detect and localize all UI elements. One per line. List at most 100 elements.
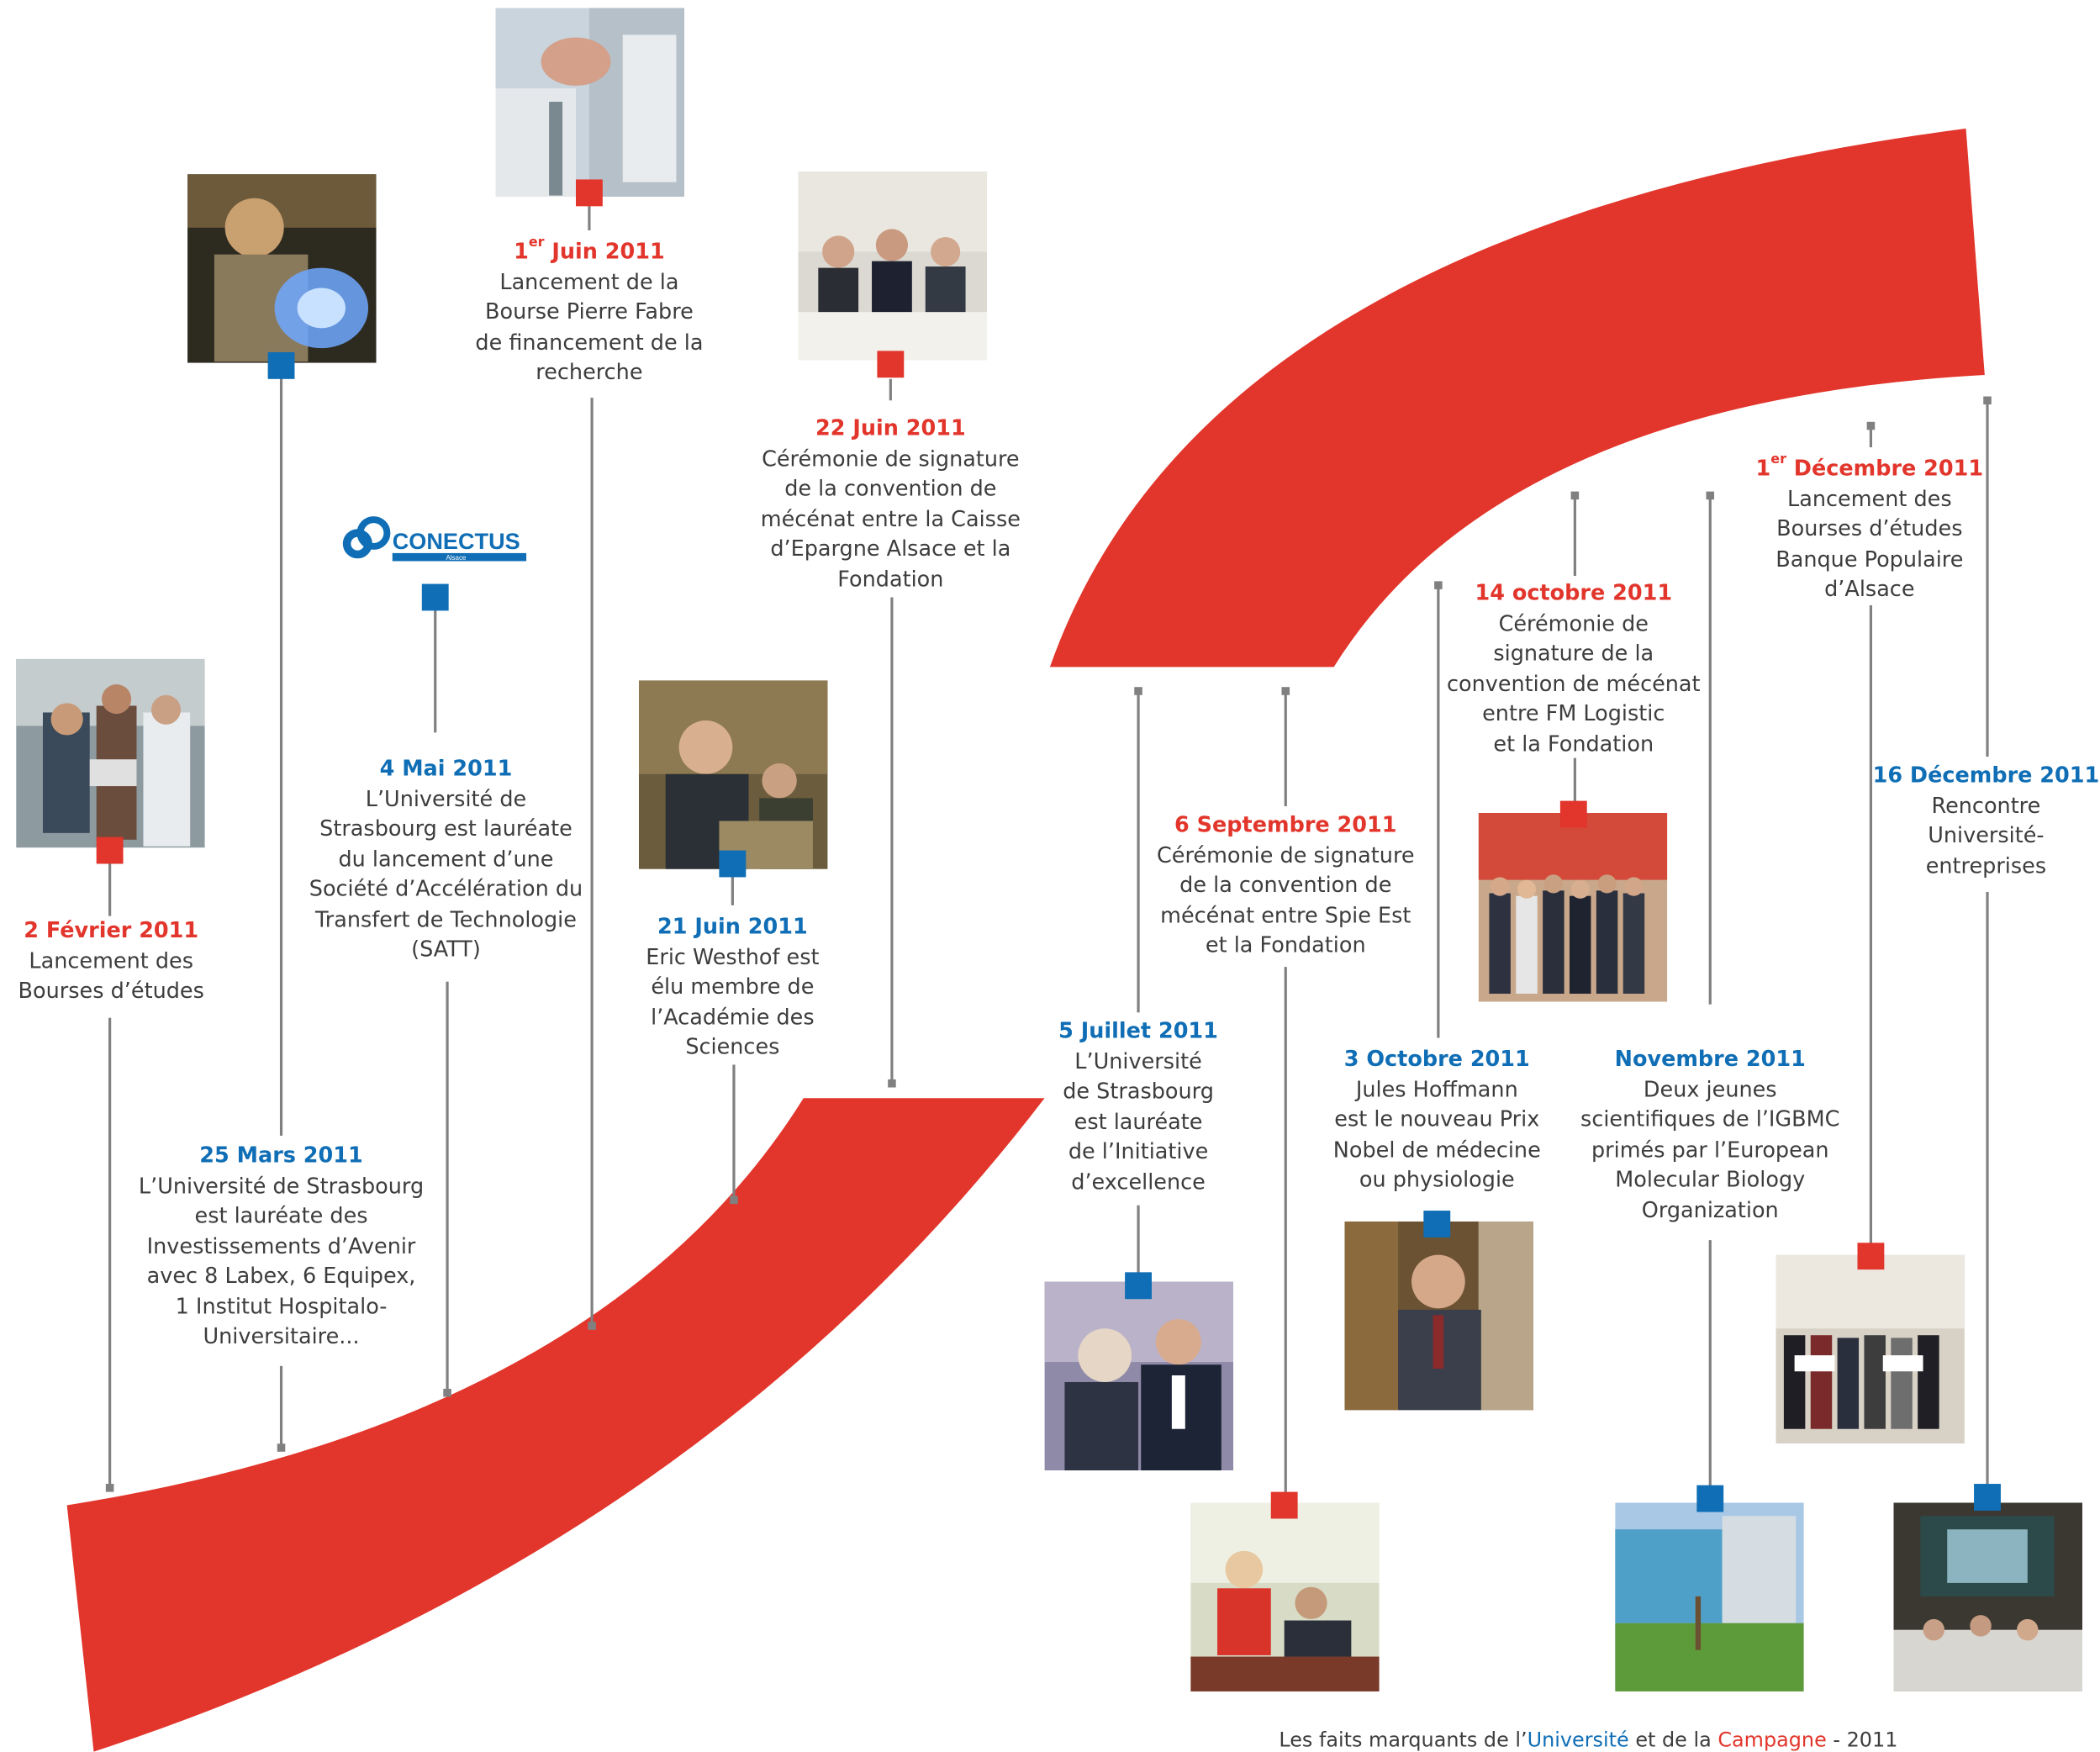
footer-universite: Université [1527, 1727, 1629, 1752]
connector-line [108, 862, 112, 916]
event-date: 1er Décembre 2011 [1755, 452, 1984, 481]
marker-square [1270, 1491, 1298, 1519]
marker-square [1559, 800, 1587, 828]
logo-sub: Alsace [446, 554, 466, 562]
swoosh-lower [66, 1098, 1045, 1752]
photo-students [16, 658, 205, 848]
footer-prefix: Les faits marquants de l’ [1279, 1727, 1528, 1752]
event-text: Deux jeunes scientifiques de l’IGBMC pri… [1580, 1075, 1840, 1222]
event-date: 21 Juin 2011 [657, 913, 808, 939]
marker-square [1423, 1211, 1451, 1237]
event-date: 25 Mars 2011 [199, 1142, 363, 1169]
connector-line [1986, 400, 1989, 757]
connector-dot [588, 1322, 596, 1330]
marker-square [96, 836, 124, 864]
event-dec1: 1er Décembre 2011 Lancement des Bourses … [1749, 452, 1990, 604]
event-text: Jules Hoffmann est le nouveau Prix Nobel… [1332, 1075, 1541, 1192]
event-text: Eric Westhof est élu membre de l’Académi… [646, 943, 820, 1060]
connector-line [279, 1365, 283, 1447]
photo-university-enterprises [1893, 1502, 2083, 1691]
event-may: 4 Mai 2011 L’Université de Strasbourg es… [282, 754, 611, 965]
event-dec16: 16 Décembre 2011 Rencontre Université- e… [1872, 761, 2100, 881]
event-text: Cérémonie de signature de la convention … [1446, 610, 1701, 757]
photo-jules-hoffmann [1344, 1221, 1533, 1411]
event-date: 16 Décembre 2011 [1872, 762, 2100, 788]
connector-line [1573, 495, 1576, 576]
connector-line [279, 377, 283, 1136]
connector-line [1437, 585, 1440, 1038]
connector-dot [888, 1079, 896, 1088]
event-date: 2 Février 2011 [24, 917, 199, 943]
marker-square [1125, 1272, 1152, 1300]
event-text: L’Université de Strasbourg est lauréate … [309, 785, 583, 962]
connector-line [1573, 757, 1576, 806]
photo-award-group [1776, 1254, 1965, 1444]
event-oct14: 14 octobre 2011 Cérémonie de signature d… [1433, 578, 1715, 759]
connector-dot [277, 1443, 286, 1452]
event-text: Cérémonie de signature de la convention … [1157, 842, 1415, 958]
connector-line [732, 1064, 736, 1199]
event-date: Novembre 2011 [1614, 1046, 1806, 1072]
footer-campagne: Campagne [1717, 1727, 1827, 1752]
event-mar: 25 Mars 2011 L’Université de Strasbourg … [120, 1141, 441, 1352]
connector-line [889, 378, 892, 401]
event-jul: 5 Juillet 2011 L’Université de Strasbour… [1032, 1016, 1246, 1197]
marker-square [267, 351, 295, 379]
photo-laboratory [187, 174, 377, 363]
marker-square [877, 351, 905, 378]
marker-square [421, 583, 449, 611]
event-date: 5 Juillet 2011 [1058, 1017, 1218, 1043]
event-oct3: 3 Octobre 2011 Jules Hoffmann est le nou… [1310, 1045, 1564, 1195]
connector-dot [443, 1388, 451, 1397]
event-jun22: 22 Juin 2011 Cérémonie de signature de l… [723, 414, 1058, 594]
connector-line [1137, 1205, 1140, 1275]
marker-square [575, 179, 603, 207]
connector-line [731, 870, 734, 905]
event-date: 4 Mai 2011 [379, 755, 513, 781]
event-date: 22 Juin 2011 [815, 414, 966, 441]
marker-square [1857, 1243, 1885, 1270]
conectus-logo: CONECTUS Alsace [339, 512, 533, 566]
photo-eric-westhof [638, 680, 828, 869]
connector-line [1137, 690, 1140, 1013]
connector-line [1284, 967, 1287, 1495]
logo-name: CONECTUS [393, 528, 520, 554]
connector-line [108, 1017, 112, 1487]
event-text: Lancement de la Bourse Pierre Fabre de f… [475, 268, 704, 385]
marker-square [1974, 1484, 2001, 1511]
footer-middle: et de la [1628, 1727, 1718, 1752]
connector-dot [105, 1484, 114, 1492]
event-sep: 6 Septembre 2011 Cérémonie de signature … [1125, 810, 1446, 961]
connector-dot [730, 1195, 738, 1205]
marker-square [719, 850, 747, 878]
connector-dot [1434, 581, 1443, 589]
connector-line [1869, 425, 1873, 448]
photo-spie-est-signing [1190, 1502, 1380, 1691]
connector-line [1284, 690, 1287, 806]
connector-line [1986, 891, 1989, 1485]
photo-research-pipette [495, 8, 685, 198]
event-date: 1er Juin 2011 [514, 235, 665, 264]
event-text: Lancement des Bourses d’études [18, 947, 204, 1004]
swoosh-upper [1049, 128, 1985, 668]
event-text: Lancement des Bourses d’études Banque Po… [1776, 485, 1964, 602]
event-date: 6 Septembre 2011 [1174, 811, 1397, 837]
connector-line [1708, 1240, 1712, 1487]
event-text: L’Université de Strasbourg est lauréate … [138, 1172, 425, 1349]
connector-line [590, 398, 594, 1325]
event-feb: 2 Février 2011 Lancement des Bourses d’é… [0, 916, 222, 1007]
event-text: L’Université de Strasbourg est lauréate … [1063, 1048, 1214, 1195]
event-text: Rencontre Université- entreprises [1925, 792, 2047, 879]
event-text: Cérémonie de signature de la convention … [760, 445, 1021, 592]
photo-fm-logistic-group [1478, 812, 1668, 1002]
event-date: 14 octobre 2011 [1475, 579, 1673, 606]
footer-caption: Les faits marquants de l’Université et d… [1279, 1728, 2082, 1752]
connector-line [434, 609, 437, 733]
connector-line [890, 597, 894, 1085]
event-date: 3 Octobre 2011 [1343, 1046, 1530, 1072]
photo-signing-caisse-epargne [798, 171, 988, 361]
marker-square [1696, 1485, 1724, 1512]
photo-initiative-excellence [1044, 1281, 1234, 1471]
